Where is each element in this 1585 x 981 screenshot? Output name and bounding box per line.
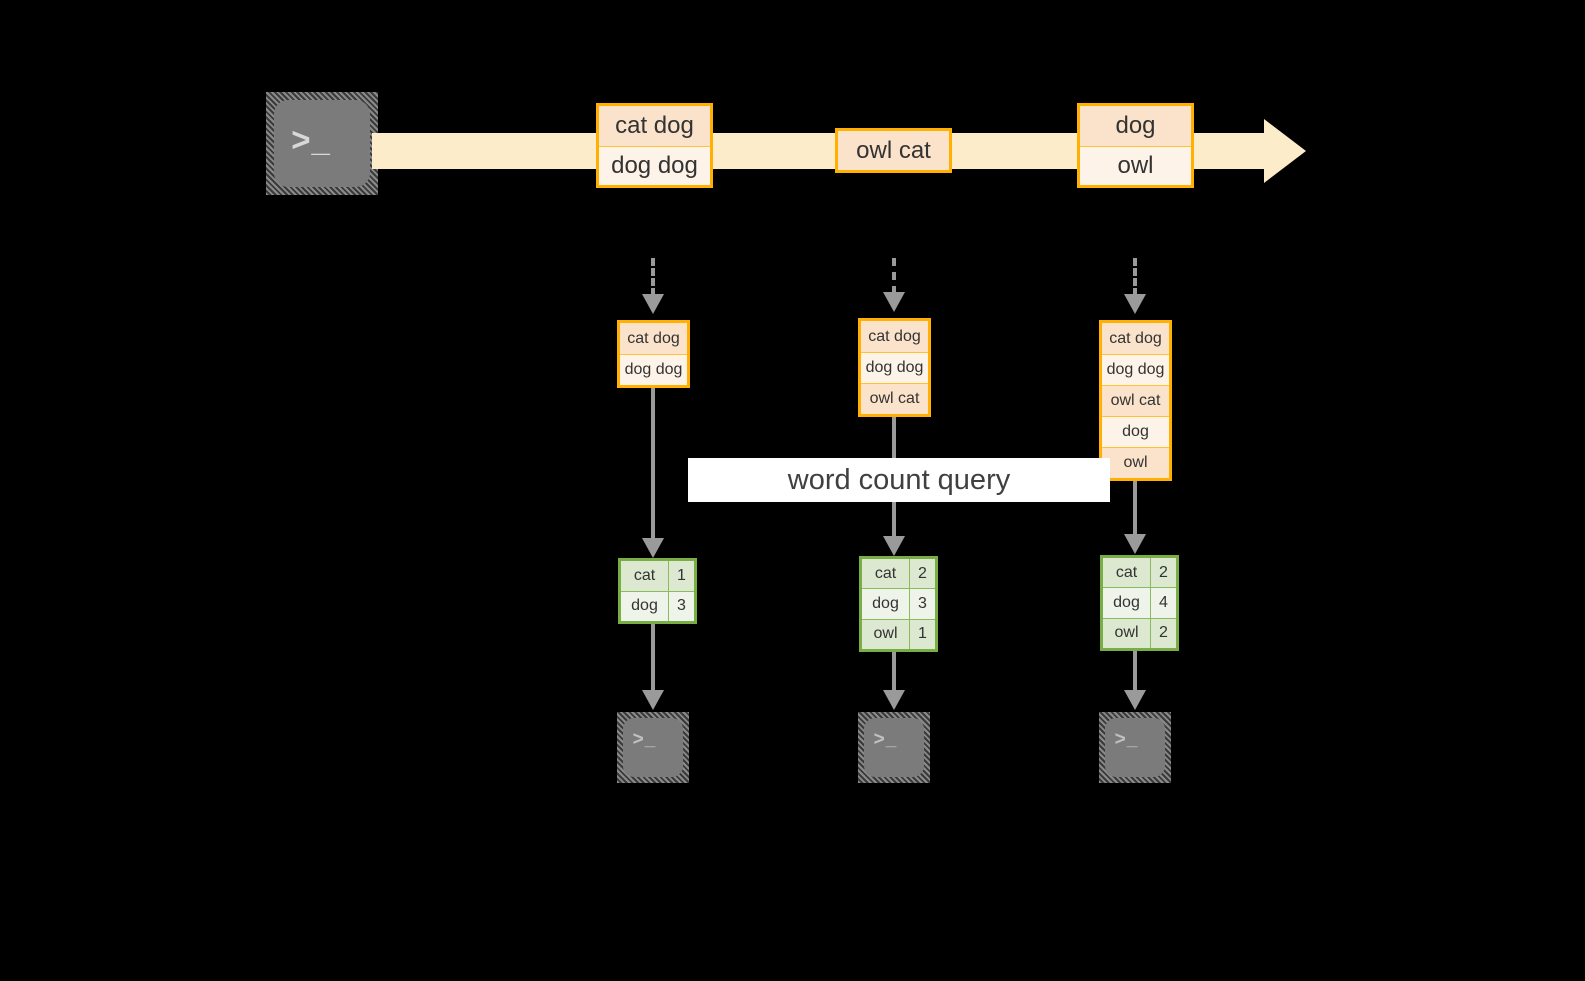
result-count: 1	[910, 619, 935, 649]
snapshot-input-line: owl cat	[861, 383, 928, 414]
snapshot-3-feed-line	[1133, 258, 1137, 296]
stream-event-line: dog	[1080, 106, 1191, 146]
snapshot-1-sink-terminal-icon: >_	[617, 712, 689, 783]
terminal-prompt-glyph: >_	[291, 120, 331, 158]
snapshot-3-sink-terminal-icon: >_	[1099, 712, 1171, 783]
stream-event-line: owl	[1080, 145, 1191, 185]
snapshot-1-query-arrowhead	[642, 538, 664, 558]
snapshot-3-feed-arrowhead	[1124, 294, 1146, 314]
result-word: dog	[1103, 588, 1151, 618]
snapshot-2-sink-terminal-icon: >_	[858, 712, 930, 783]
snapshot-input-line: dog	[1102, 416, 1169, 447]
snapshot-3-input-box: cat dog dog dog owl cat dog owl	[1099, 320, 1172, 481]
result-count: 1	[669, 561, 694, 591]
snapshot-3-sink-line	[1133, 651, 1137, 692]
result-word: owl	[862, 619, 910, 649]
result-word: dog	[621, 591, 669, 621]
snapshot-3-query-line	[1133, 481, 1137, 536]
result-word: dog	[862, 589, 910, 619]
stream-event-line: owl cat	[838, 131, 949, 170]
terminal-prompt-glyph: >_	[632, 728, 657, 750]
terminal-screen: >_	[864, 718, 924, 777]
terminal-prompt-glyph: >_	[1114, 728, 1139, 750]
snapshot-input-line: cat dog	[620, 323, 687, 354]
snapshot-input-line: owl cat	[1102, 385, 1169, 416]
snapshot-3-sink-arrowhead	[1124, 690, 1146, 710]
snapshot-input-line: dog dog	[1102, 354, 1169, 385]
snapshot-2-input-box: cat dog dog dog owl cat	[858, 318, 931, 417]
snapshot-input-line: dog dog	[861, 352, 928, 383]
result-word: owl	[1103, 618, 1151, 648]
result-count: 2	[1151, 558, 1176, 588]
snapshot-2-sink-line	[892, 652, 896, 692]
table-row: dog 3	[862, 588, 935, 619]
snapshot-1-result-table: cat 1 dog 3	[618, 558, 697, 624]
query-label: word count query	[688, 458, 1110, 502]
result-count: 3	[669, 591, 694, 621]
stream-event-line: dog dog	[599, 145, 710, 185]
terminal-screen: >_	[623, 718, 683, 777]
snapshot-1-input-box: cat dog dog dog	[617, 320, 690, 388]
snapshot-2-sink-arrowhead	[883, 690, 905, 710]
table-row: owl 1	[862, 618, 935, 649]
snapshot-2-feed-line	[892, 258, 896, 294]
snapshot-2-feed-arrowhead	[883, 292, 905, 312]
result-word: cat	[1103, 558, 1151, 588]
snapshot-1-sink-arrowhead	[642, 690, 664, 710]
stream-event-2: owl cat	[835, 128, 952, 173]
table-row: dog 4	[1103, 587, 1176, 618]
stream-event-3: dog owl	[1077, 103, 1194, 188]
result-count: 2	[1151, 618, 1176, 648]
result-count: 4	[1151, 588, 1176, 618]
snapshot-input-line: cat dog	[861, 321, 928, 352]
result-count: 3	[910, 589, 935, 619]
table-row: cat 2	[862, 559, 935, 589]
table-row: cat 2	[1103, 558, 1176, 588]
snapshot-1-query-line	[651, 388, 655, 540]
snapshot-input-line: owl	[1102, 447, 1169, 478]
snapshot-2-query-arrowhead	[883, 536, 905, 556]
snapshot-3-query-arrowhead	[1124, 534, 1146, 554]
snapshot-2-result-table: cat 2 dog 3 owl 1	[859, 556, 938, 652]
snapshot-input-line: dog dog	[620, 354, 687, 385]
terminal-prompt-glyph: >_	[873, 728, 898, 750]
terminal-screen: >_	[274, 100, 370, 187]
table-row: cat 1	[621, 561, 694, 591]
snapshot-1-feed-line	[651, 258, 655, 296]
terminal-screen: >_	[1105, 718, 1165, 777]
table-row: dog 3	[621, 590, 694, 621]
snapshot-input-line: cat dog	[1102, 323, 1169, 354]
source-terminal-icon: >_	[266, 92, 378, 195]
result-word: cat	[621, 561, 669, 591]
stream-event-line: cat dog	[599, 106, 710, 146]
snapshot-3-result-table: cat 2 dog 4 owl 2	[1100, 555, 1179, 651]
snapshot-1-sink-line	[651, 624, 655, 692]
snapshot-1-feed-arrowhead	[642, 294, 664, 314]
result-count: 2	[910, 559, 935, 589]
table-row: owl 2	[1103, 617, 1176, 648]
stream-event-1: cat dog dog dog	[596, 103, 713, 188]
stream-arrowhead	[1264, 119, 1306, 183]
result-word: cat	[862, 559, 910, 589]
